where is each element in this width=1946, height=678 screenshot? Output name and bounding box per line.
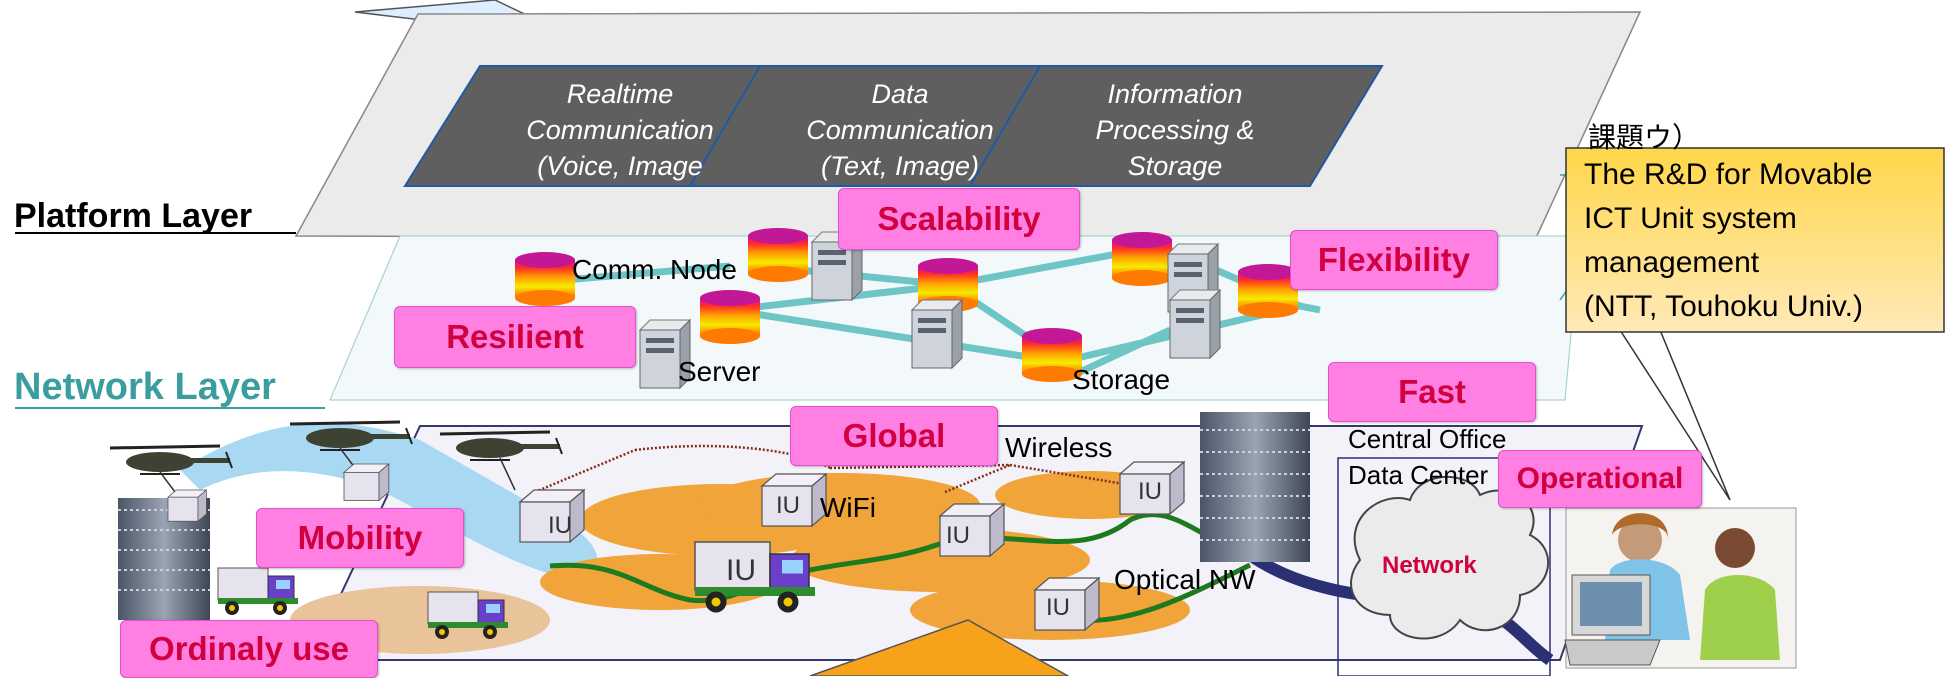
storage-label: Storage bbox=[1072, 364, 1171, 395]
operators-icon bbox=[1564, 507, 1797, 669]
central-office-label: Central Office bbox=[1348, 424, 1507, 454]
cloud-icon bbox=[1350, 475, 1549, 640]
coverage-areas bbox=[290, 471, 1190, 654]
callout-line-3: management bbox=[1584, 246, 1760, 279]
tag-fast: Fast bbox=[1328, 362, 1536, 422]
database-icon bbox=[1112, 232, 1172, 286]
database-icon bbox=[1238, 264, 1298, 318]
database-icon bbox=[748, 228, 808, 282]
tag-operational: Operational bbox=[1498, 450, 1702, 508]
iu-box bbox=[167, 489, 207, 522]
server-icon bbox=[911, 299, 963, 369]
database-icon bbox=[700, 290, 760, 344]
bottom-callout-tail bbox=[809, 619, 1070, 676]
iu-label: IU bbox=[548, 512, 572, 539]
database-icon bbox=[515, 252, 575, 306]
callout-line-1: The R&D for Movable bbox=[1584, 158, 1873, 191]
tag-mobility: Mobility bbox=[256, 508, 464, 568]
server-icon bbox=[1169, 289, 1221, 359]
tag-global: Global bbox=[790, 406, 998, 466]
tag-scalability: Scalability bbox=[838, 188, 1080, 250]
data-center-label: Data Center bbox=[1348, 460, 1489, 490]
wireless-paths bbox=[534, 444, 1161, 494]
iu-label: IU bbox=[1046, 594, 1070, 621]
comm-node-label: Comm. Node bbox=[572, 254, 737, 285]
callout-box bbox=[1565, 147, 1945, 333]
callout-line-4: (NTT, Touhoku Univ.) bbox=[1584, 290, 1863, 323]
sling-line bbox=[499, 457, 516, 491]
sling-line bbox=[159, 471, 176, 493]
central-office-frame bbox=[1337, 457, 1551, 676]
wireless-label: Wireless bbox=[1005, 432, 1113, 463]
tag-ordinary-use: Ordinaly use bbox=[120, 620, 378, 678]
iu-label: IU bbox=[726, 554, 756, 587]
platform-layer-title: Platform Layer bbox=[14, 197, 253, 235]
building-icon bbox=[1200, 412, 1310, 562]
network-layer-title: Network Layer bbox=[14, 366, 276, 408]
tag-flexibility: Flexibility bbox=[1290, 230, 1498, 290]
truck-icon bbox=[217, 567, 299, 616]
sky-arc bbox=[180, 423, 598, 579]
platform-box-3 bbox=[968, 65, 1384, 187]
iu-label: IU bbox=[776, 492, 800, 519]
optical-nw-label: Optical NW bbox=[1114, 564, 1256, 595]
callout-line-2: ICT Unit system bbox=[1584, 202, 1797, 235]
iu-label: IU bbox=[1138, 478, 1162, 505]
network-cloud-label: Network bbox=[1382, 552, 1477, 579]
tag-resilient: Resilient bbox=[394, 306, 636, 368]
wifi-label: WiFi bbox=[820, 492, 876, 523]
iu-label: IU bbox=[946, 522, 970, 549]
server-label: Server bbox=[678, 356, 761, 387]
iu-box bbox=[343, 463, 390, 501]
callout-heading: 課題ウ） bbox=[1588, 121, 1701, 154]
